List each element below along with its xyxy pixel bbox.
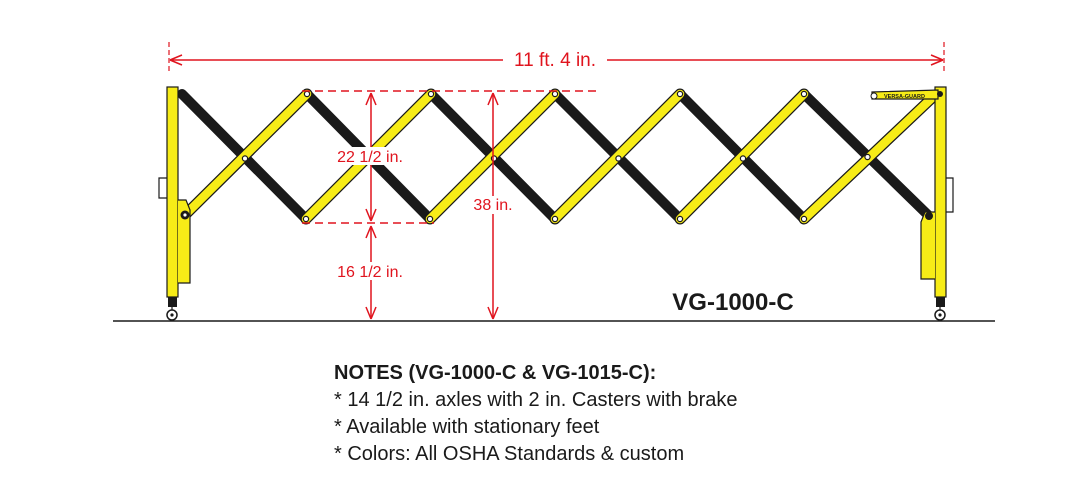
top-joint [427,90,435,98]
total-height-dimension: 38 in. [468,92,518,320]
cross-joint [490,155,498,162]
right-post: VERSA-GUARD [870,86,954,321]
note-item-axles: * 14 1/2 in. axles with 2 in. Casters wi… [334,389,738,411]
scissor-lattice [177,88,940,225]
brand-plate: VERSA-GUARD [884,94,925,100]
width-dimension: 11 ft. 4 in. [168,42,945,74]
bottom-joint [302,215,310,223]
panel-height-dimension: 22 1/2 in. [330,92,410,222]
top-joint [676,90,684,98]
bottom-joint [800,215,808,223]
yellow-bar [180,89,312,220]
overall-width-label: 11 ft. 4 in. [514,50,596,71]
top-joint [551,90,559,98]
ground-clearance-label: 16 1/2 in. [337,264,403,281]
notes-title: NOTES (VG-1000-C & VG-1015-C): [334,362,657,384]
note-item-colors: * Colors: All OSHA Standards & custom [334,443,685,465]
notes-block: NOTES (VG-1000-C & VG-1015-C): * 14 1/2 … [334,360,738,468]
cross-joint [739,155,747,162]
total-height-label: 38 in. [473,197,512,214]
bottom-joint [676,215,684,223]
left-post [158,86,191,321]
panel-height-label: 22 1/2 in. [337,149,403,166]
bottom-joint [551,215,559,223]
ground-clearance-dimension: 16 1/2 in. [330,225,410,320]
top-joint [800,90,808,98]
note-item-feet: * Available with stationary feet [334,416,600,438]
model-label: VG-1000-C [672,289,793,316]
cross-joint [615,155,622,162]
bottom-joint [426,215,434,223]
cross-joint [241,155,249,162]
top-joint [303,90,311,98]
cross-joint [864,153,871,161]
